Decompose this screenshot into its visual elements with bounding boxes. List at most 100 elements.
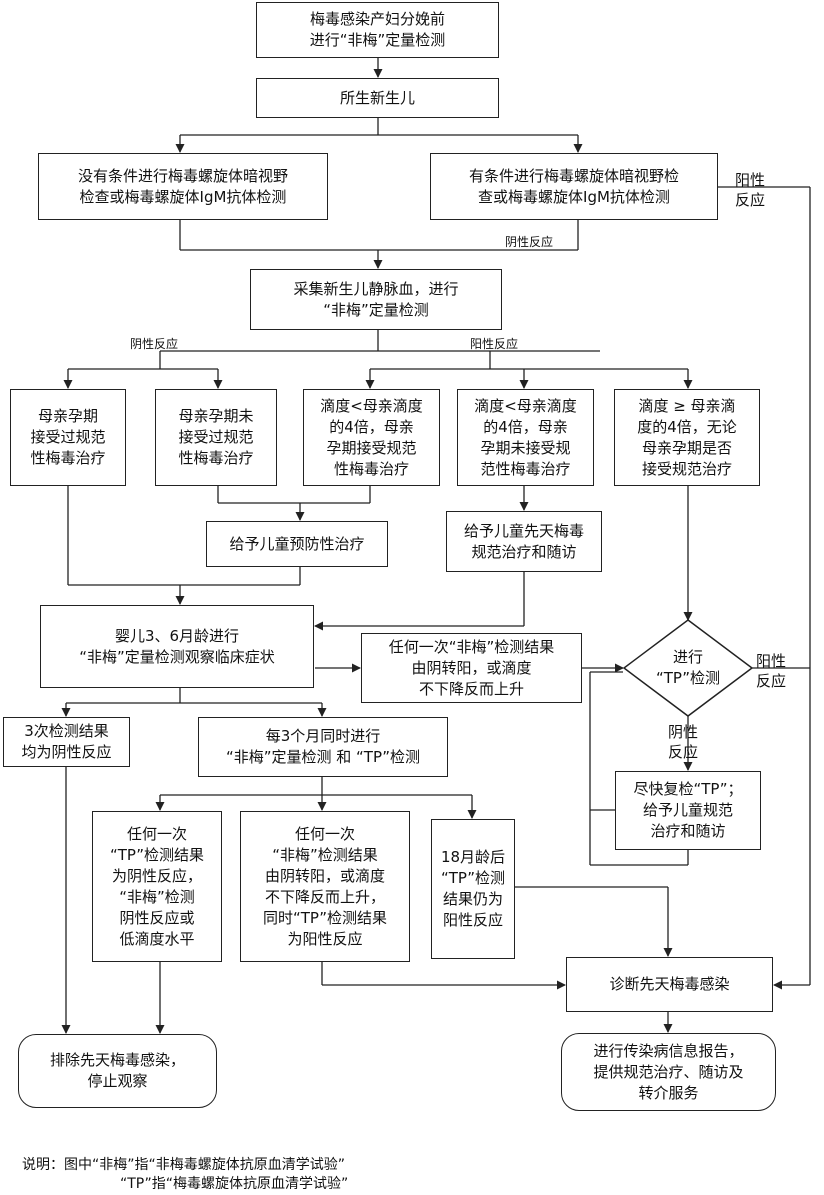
box-line: “非梅”定量检测 [323, 300, 429, 319]
box-congenital-treatment: 给予儿童先天梅毒 规范治疗和随访 [446, 511, 602, 572]
box-line: 接受过规范 [30, 428, 106, 446]
box-line: 18月龄后 [440, 848, 506, 866]
box-line: 没有条件进行梅毒螺旋体暗视野 [77, 166, 288, 185]
box-line: 转介服务 [638, 1083, 699, 1102]
box-line: 任何一次 [294, 824, 355, 843]
box-line: 规范治疗和随访 [471, 542, 577, 561]
box-collect-blood: 采集新生儿静脉血，进行 “非梅”定量检测 [250, 269, 502, 330]
box-delivery-test: 梅毒感染产妇分娩前 进行“非梅”定量检测 [256, 2, 499, 58]
box-line: 进行“非梅”定量检测 [309, 31, 446, 49]
label-negative-1: 阴性反应 [505, 235, 554, 249]
box-line: “非梅”检测 [119, 887, 195, 906]
label-line: 反应 [668, 743, 699, 761]
box-line: “TP”检测结果 [109, 845, 205, 864]
box-line: 母亲孕期未 [178, 407, 254, 425]
box-line: 提供规范治疗、随访及 [593, 1062, 744, 1081]
label-line: 阴性 [668, 723, 699, 741]
box-diagnose: 诊断先天梅毒感染 [566, 957, 773, 1012]
box-line: 范性梅毒治疗 [480, 459, 571, 478]
box-line: 孕期未接受规 [480, 438, 571, 457]
label-negative-2: 阴性反应 [130, 337, 179, 351]
box-line: 进行传染病信息报告， [593, 1041, 744, 1060]
box-line: 给予儿童规范 [642, 801, 733, 819]
box-every-3-months: 每3个月同时进行 “非梅”定量检测 和 “TP”检测 [198, 717, 448, 777]
box-retest-tp: 尽快复检“TP”； 给予儿童规范 治疗和随访 [615, 771, 761, 850]
box-line: 均为阴性反应 [21, 743, 112, 761]
box-line: 的4倍，母亲 [483, 417, 568, 436]
box-line: 有条件进行梅毒螺旋体暗视野检 [468, 166, 679, 185]
box-nonmei-rise-tp-positive: 任何一次 “非梅”检测结果 由阴转阳，或滴度 不下降反而上升， 同时“TP”检测… [240, 811, 410, 962]
box-line: 不下降反而上升 [418, 679, 524, 698]
box-line: “TP”检测 [440, 869, 506, 887]
box-line: 滴度<母亲滴度 [320, 396, 423, 415]
footnote: 说明：图中“非梅”指“非梅毒螺旋体抗原血清学试验” “TP”指“梅毒螺旋体抗原血… [22, 1156, 348, 1194]
box-no-condition: 没有条件进行梅毒螺旋体暗视野 检查或梅毒螺旋体IgM抗体检测 [38, 153, 328, 220]
diamond-line: “TP”检测 [655, 669, 721, 687]
box-line: 每3个月同时进行 [265, 727, 381, 745]
box-line: 停止观察 [87, 1072, 148, 1090]
box-line: 孕期接受规范 [326, 438, 417, 457]
box-line: 阳性反应 [442, 911, 503, 929]
label-line: 阳性 [735, 171, 766, 189]
box-line: 滴度<母亲滴度 [474, 396, 577, 415]
box-line: 性梅毒治疗 [178, 449, 254, 467]
box-line: 任何一次“非梅”检测结果 [388, 637, 555, 656]
label-negative-diamond: 阴性 反应 [668, 722, 698, 762]
box-line: 性梅毒治疗 [30, 449, 106, 467]
box-18-months: 18月龄后 “TP”检测 结果仍为 阳性反应 [431, 819, 515, 959]
box-line: 任何一次 [126, 824, 187, 843]
box-three-negative: 3次检测结果 均为阴性反应 [3, 717, 130, 767]
box-line: 3次检测结果 [24, 722, 109, 740]
box-newborn: 所生新生儿 [256, 78, 499, 118]
box-line: 排除先天梅毒感染， [49, 1051, 185, 1069]
box-line: “非梅”定量检测观察临床症状 [79, 647, 275, 666]
box-line: 母亲孕期 [37, 407, 98, 425]
box-line: 不下降反而上升， [264, 887, 385, 906]
box-line: 接受过规范 [178, 428, 254, 446]
box-line: 性梅毒治疗 [333, 459, 409, 478]
label-line: 阳性 [756, 652, 787, 670]
box-line: 采集新生儿静脉血，进行 [293, 279, 459, 298]
label-positive-split: 阳性反应 [470, 337, 519, 351]
box-line: 滴度 ≥ 母亲滴 [638, 396, 736, 415]
box-line: 给予儿童预防性治疗 [229, 534, 365, 553]
box-titer-low-treated: 滴度<母亲滴度 的4倍，母亲 孕期接受规范 性梅毒治疗 [303, 389, 440, 486]
box-line: 所生新生儿 [339, 88, 415, 107]
footnote-line-2: “TP”指“梅毒螺旋体抗原血清学试验” [120, 1176, 349, 1192]
box-line: 结果仍为 [442, 890, 503, 908]
box-line: “非梅”定量检测 和 “TP”检测 [225, 748, 421, 766]
label-positive-top-right: 阳性 反应 [735, 170, 765, 210]
box-line: 度的4倍，无论 [637, 417, 737, 436]
box-line: 给予儿童先天梅毒 [463, 521, 584, 540]
box-line: 的4倍，母亲 [329, 417, 414, 436]
box-line: 查或梅毒螺旋体IgM抗体检测 [478, 187, 670, 206]
box-line: 由阴转阳，或滴度 [264, 866, 385, 885]
box-titer-high: 滴度 ≥ 母亲滴 度的4倍，无论 母亲孕期是否 接受规范治疗 [614, 389, 760, 486]
label-line: 反应 [756, 672, 787, 690]
box-line: 婴儿3、6月龄进行 [114, 626, 240, 645]
box-line: 由阴转阳，或滴度 [411, 658, 532, 677]
diamond-tp-test: 进行 “TP”检测 [644, 647, 732, 689]
box-line: 阴性反应或 [119, 908, 195, 927]
box-exclude: 排除先天梅毒感染， 停止观察 [18, 1034, 217, 1108]
box-line: 尽快复检“TP”； [633, 780, 743, 798]
box-line: 检查或梅毒螺旋体IgM抗体检测 [79, 187, 287, 206]
box-line: 接受规范治疗 [641, 459, 732, 478]
label-line: 反应 [735, 191, 766, 209]
box-line: 母亲孕期是否 [641, 438, 732, 457]
box-line: 同时“TP”检测结果 [262, 908, 388, 927]
diamond-line: 进行 [672, 648, 703, 666]
box-titer-low-untreated: 滴度<母亲滴度 的4倍，母亲 孕期未接受规 范性梅毒治疗 [457, 389, 594, 486]
box-line: 为阴性反应， [111, 866, 202, 885]
box-any-rise: 任何一次“非梅”检测结果 由阴转阳，或滴度 不下降反而上升 [361, 633, 582, 703]
box-has-condition: 有条件进行梅毒螺旋体暗视野检 查或梅毒螺旋体IgM抗体检测 [430, 153, 718, 220]
box-mother-treated: 母亲孕期 接受过规范 性梅毒治疗 [10, 389, 126, 486]
box-mother-untreated: 母亲孕期未 接受过规范 性梅毒治疗 [155, 389, 277, 486]
box-report: 进行传染病信息报告， 提供规范治疗、随访及 转介服务 [561, 1033, 776, 1111]
box-line: 低滴度水平 [119, 929, 195, 948]
box-line: 梅毒感染产妇分娩前 [309, 10, 445, 28]
label-positive-diamond: 阳性 反应 [756, 651, 786, 691]
box-line: 为阳性反应 [287, 929, 363, 948]
box-line: “非梅”检测结果 [272, 845, 378, 864]
